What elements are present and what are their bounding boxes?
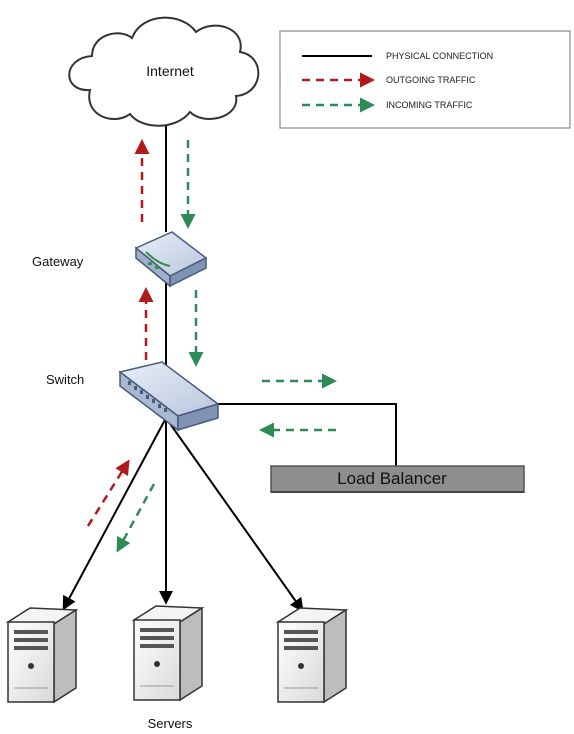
internet-label: Internet (146, 63, 194, 79)
switch-node: Switch (46, 361, 220, 432)
load-balancer-box (270, 465, 525, 493)
gateway-node: Gateway (32, 231, 208, 288)
load-balancer-node: Load Balancer (270, 465, 525, 493)
internet-node: Internet (68, 16, 260, 127)
legend: PHYSICAL CONNECTION OUTGOING TRAFFIC INC… (279, 30, 571, 129)
legend-label-outgoing: OUTGOING TRAFFIC (386, 75, 476, 85)
traffic-arrows (86, 139, 337, 553)
link-switch-server-3 (165, 417, 304, 613)
incoming-arrow-switch-server (116, 483, 156, 553)
server-icon (5, 607, 79, 704)
server-icon (131, 605, 205, 702)
switch-icon (118, 361, 220, 432)
router-icon (134, 231, 208, 288)
legend-label-incoming: INCOMING TRAFFIC (386, 100, 473, 110)
link-switch-server-1 (62, 417, 167, 611)
physical-connections (62, 120, 397, 613)
legend-box (279, 30, 571, 129)
switch-label: Switch (46, 372, 84, 387)
gateway-label: Gateway (32, 254, 84, 269)
load-balancer-label: Load Balancer (337, 469, 447, 488)
servers-label: Servers (148, 716, 193, 731)
servers-group: Servers (5, 605, 349, 731)
server-icon (275, 607, 349, 704)
legend-label-physical: PHYSICAL CONNECTION (386, 51, 493, 61)
cloud-icon (68, 16, 260, 127)
link-switch-loadbalancer (216, 403, 397, 466)
outgoing-arrow-server-switch (86, 459, 130, 527)
